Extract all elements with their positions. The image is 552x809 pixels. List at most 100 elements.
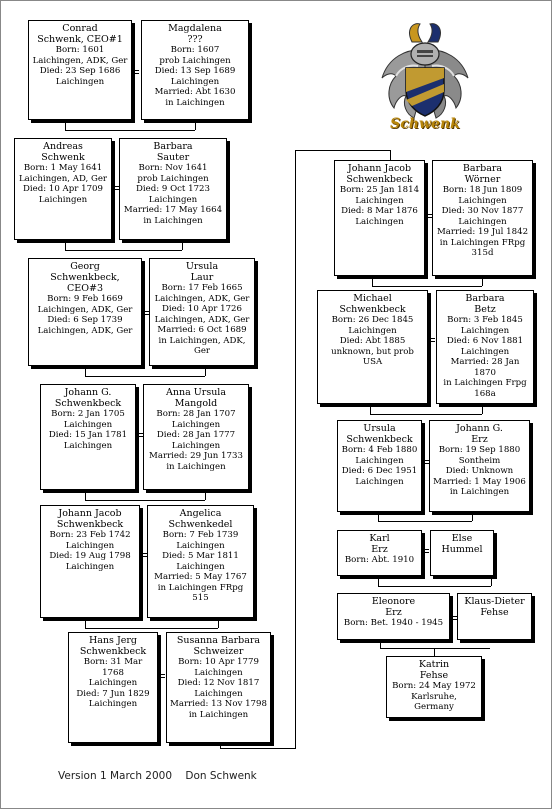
crest-title: Schwenk: [390, 116, 460, 132]
person-detail-line: Born: Abt. 1910: [344, 555, 415, 565]
person-detail-line: Died: 12 Nov 1817: [177, 678, 260, 688]
person-name-line: Schwenk: [41, 152, 85, 163]
person-detail-line: Laichingen: [63, 419, 113, 430]
person-detail-line: Born: 26 Dec 1845: [331, 315, 414, 325]
marriage-symbol: [428, 338, 435, 342]
person-detail-line: Laichingen: [55, 76, 105, 87]
person-detail-line: Died: 6 Dec 1951: [341, 466, 418, 476]
person-detail-line: Married: 17 May 1664: [123, 205, 223, 215]
person-name-line: Schwenkbeck: [54, 398, 122, 409]
person-detail-line: Born: 1 May 1641: [23, 163, 103, 173]
person-detail-line: Laichingen: [148, 194, 198, 205]
person-name-line: Hummel: [441, 544, 483, 555]
person-detail-line: Laichingen: [194, 688, 243, 699]
person-name-line: Barbara: [153, 141, 193, 152]
person-detail-line: in Laichingen FRpg: [157, 582, 244, 593]
person-detail-line: Married: 1 May 1906: [433, 476, 526, 487]
person-detail-line: Laichingen: [348, 325, 397, 336]
person-detail-line: Born: 2 Jan 1705: [51, 409, 125, 419]
person-detail-line: Laichingen: [460, 346, 510, 357]
person-detail-line: prob Laichingen: [137, 173, 209, 184]
person-detail-line: in Laichingen: [143, 215, 203, 226]
person-detail-line: Born: 19 Sep 1880: [438, 445, 521, 455]
person-name-line: Klaus-Dieter: [464, 596, 525, 607]
person-detail-line: Born: 1607: [170, 45, 220, 55]
person-name-line: Georg: [70, 261, 100, 272]
person-detail-line: 515: [192, 593, 209, 603]
person-detail-line: Laichingen: [171, 440, 221, 451]
person-detail-line: Died: 19 Aug 1798: [49, 551, 131, 561]
person-detail-line: in Laichingen FRpg: [439, 237, 526, 248]
person-detail-line: Died: 9 Oct 1723: [136, 184, 210, 194]
person-detail-line: Died: Unknown: [445, 466, 514, 476]
marriage-symbol: [422, 549, 429, 553]
person-detail-line: Laichingen: [65, 540, 115, 551]
marriage-symbol: [422, 460, 429, 464]
person-name-line: Eleonore: [371, 596, 416, 607]
person-detail-line: Born: 3 Feb 1845: [447, 315, 523, 325]
person-detail-line: Born: Bet. 1940 - 1945: [343, 618, 444, 628]
person-name-line: Wörner: [464, 174, 501, 185]
person-detail-line: Karlsruhe, Germany: [411, 691, 457, 713]
person-name-line: ???: [187, 34, 203, 45]
person-detail-line: Laichingen: [170, 76, 220, 87]
person-detail-line: Laichingen, ADK, Ger: [37, 304, 133, 315]
family-crest: Schwenk: [376, 20, 474, 138]
person-detail-line: Laichingen, ADK, Ger: [32, 55, 128, 66]
person-name-line: Schwenkbeck: [346, 434, 413, 445]
person-detail-line: 168a: [474, 388, 496, 399]
person-name-line: Erz: [385, 607, 402, 618]
person-name-line: Schwenkedel: [168, 519, 233, 530]
person-name-line: Katrin: [418, 659, 450, 670]
person-detail-line: Born: Nov 1641: [138, 163, 208, 173]
person-detail-line: Laichingen: [458, 216, 507, 227]
person-detail-line: Born: 1601: [55, 45, 105, 55]
person-detail-line: Laichingen: [355, 216, 404, 227]
person-name-line: Magdalena: [168, 23, 222, 34]
person-detail-line: Laichingen: [65, 561, 115, 572]
person-name-line: Johann G.: [456, 423, 503, 434]
person-name-line: Angelica: [179, 508, 222, 519]
person-detail-line: Married: 5 May 1767: [154, 572, 247, 582]
person-detail-line: Laichingen, AD, Ger: [18, 173, 108, 184]
person-name-line: Barbara: [465, 293, 505, 304]
person-name-line: Michael: [353, 293, 392, 304]
person-detail-line: Laichingen: [38, 194, 88, 205]
person-name-line: Johann G.: [64, 387, 112, 398]
person-detail-line: Died: 23 Sep 1686: [39, 66, 121, 76]
marriage-symbol: [132, 70, 139, 74]
person-detail-line: Born: 25 Jan 1814: [339, 185, 420, 195]
person-name-line: Schwenkbeck, CEO#3: [50, 272, 120, 294]
person-detail-line: Died: 7 Jun 1829: [76, 688, 150, 699]
person-detail-line: in Laichingen Frpg: [443, 378, 527, 388]
person-detail-line: Ger: [193, 346, 211, 356]
person-detail-line: 315d: [471, 248, 494, 258]
person-detail-line: Married: 13 Nov 1798: [170, 699, 267, 709]
person-name-line: Schwenkbeck: [79, 646, 147, 657]
person-detail-line: Laichingen: [355, 195, 404, 206]
person-name-line: Mangold: [174, 398, 218, 409]
